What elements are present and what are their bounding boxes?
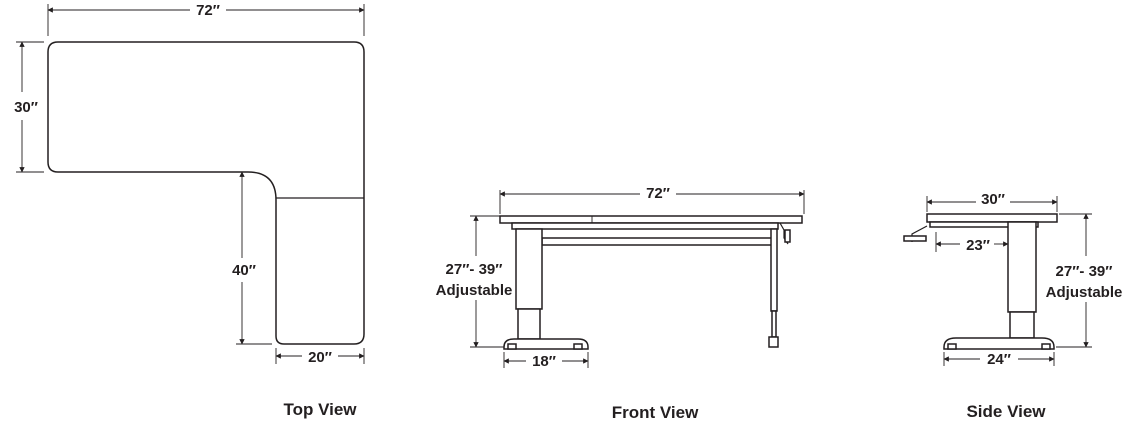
side-view-width-label: 30″ [981,191,1005,208]
side-view-frame [929,221,1039,228]
front-view-height-label-line2: Adjustable [436,282,513,299]
side-view-height-label-line2: Adjustable [1046,284,1123,301]
top-view-caption: Top View [283,400,357,419]
top-view-width-label: 72″ [196,2,220,19]
front-view-leg-upper [515,228,543,310]
side-view-leg-upper [1007,221,1037,313]
top-view-desk-outline [47,41,365,345]
side-view-inner-label: 23″ [966,237,990,254]
side-view-height-label-line1: 27″- 39″ [1056,263,1113,280]
front-view-frame [511,222,779,230]
front-view-foot [503,338,589,350]
front-view-width-label: 72″ [646,185,670,202]
side-view-caption: Side View [966,402,1046,421]
front-view: 72″ 27″- 39″ Adjustable 18″ Front View [436,185,805,422]
side-view: 30″ 23″ 27″- 39″ Adjustable 24″ Side Vie… [903,191,1123,421]
top-view-depth-label: 30″ [14,99,38,116]
front-view-right-leg [770,228,778,312]
front-view-foot-label: 18″ [532,353,556,370]
front-view-height-label-line1: 27″- 39″ [446,261,503,278]
front-view-desktop [499,215,803,224]
side-view-leg-lower [1009,311,1035,339]
front-view-caption: Front View [612,403,699,422]
top-view: 72″ 30″ 40″ 20″ Top View [14,2,365,419]
top-view-return-width-label: 20″ [308,349,332,366]
side-view-desktop [926,213,1058,223]
side-view-foot [943,337,1055,350]
front-view-leg-lower [517,308,541,340]
front-view-crossbar [541,237,775,246]
top-view-return-label: 40″ [232,262,256,279]
side-view-foot-label: 24″ [987,351,1011,368]
